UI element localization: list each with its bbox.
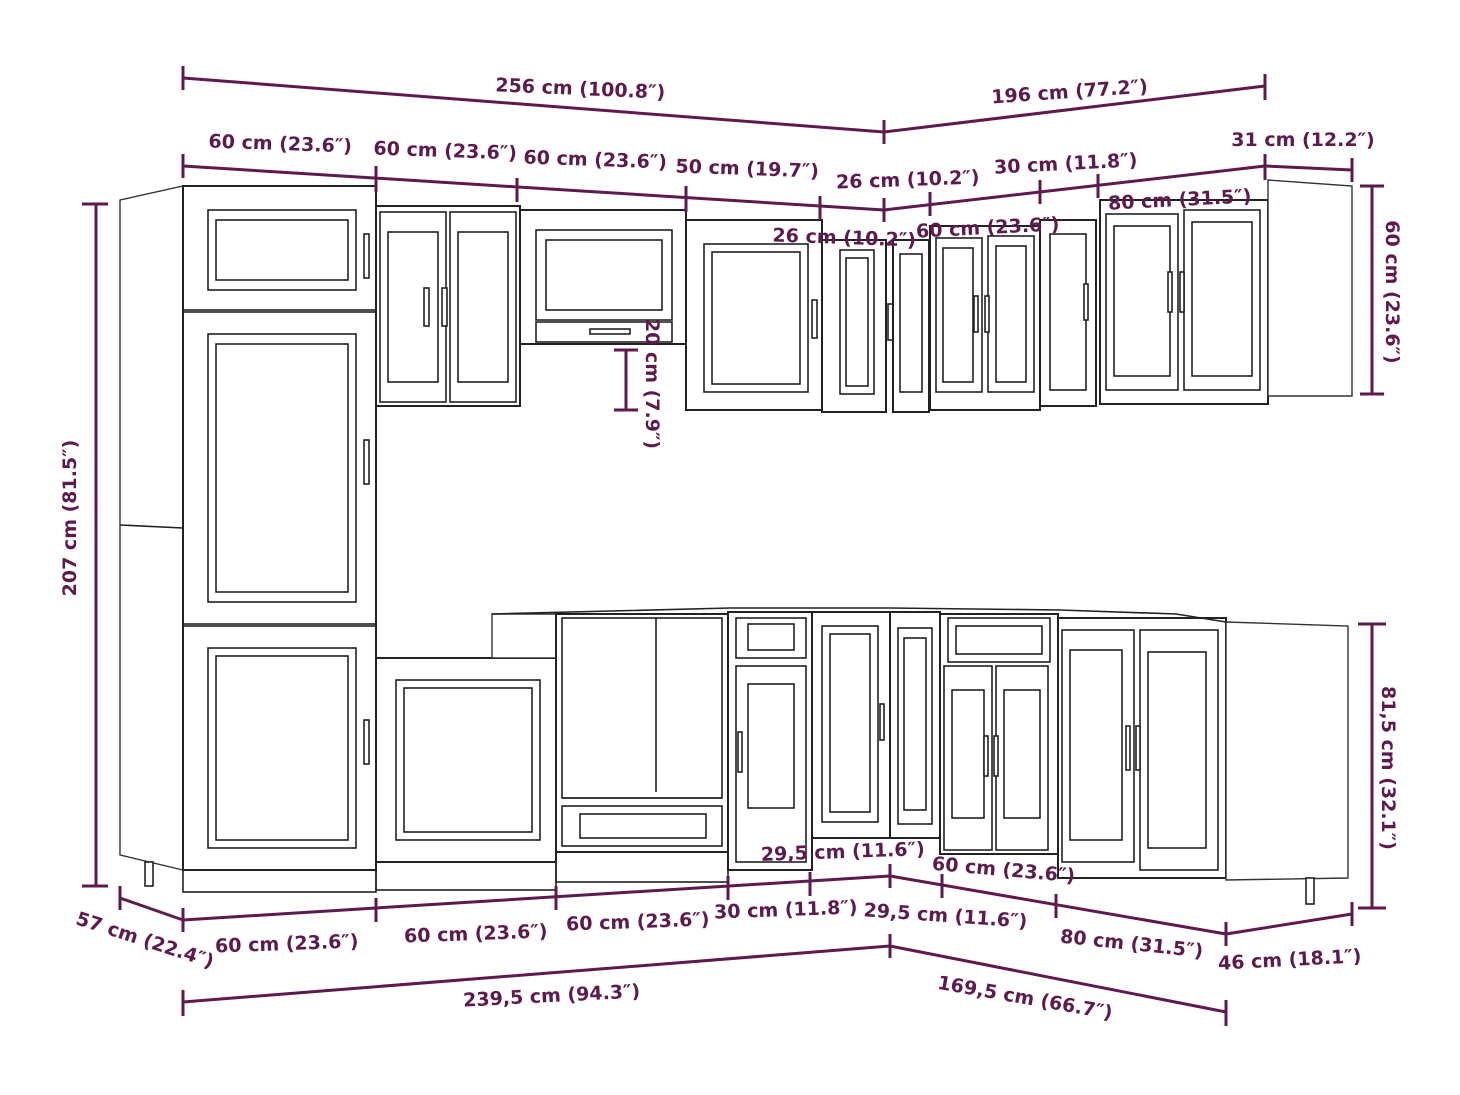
label-wall-unit-4-width: 50 cm (19.7″)	[675, 156, 819, 183]
label-base-right-2-width: 80 cm (31.5″)	[1059, 926, 1204, 963]
label-bottom-right-total: 169,5 cm (66.7″)	[936, 972, 1114, 1024]
label-tall-unit-width: 60 cm (23.6″)	[208, 131, 352, 158]
wall-unit-3-hood	[519, 209, 687, 412]
wall-right-unit-3	[1099, 199, 1269, 405]
wall-unit-4	[685, 219, 823, 411]
base-unit-4	[727, 611, 813, 871]
label-wall-unit-2-width: 60 cm (23.6″)	[373, 138, 517, 165]
label-bottom-left-total: 239,5 cm (94.3″)	[463, 980, 641, 1011]
handle	[363, 439, 370, 485]
wall-unit-2	[375, 205, 521, 407]
base-right-unit-1	[939, 613, 1059, 855]
label-hood-unit-height: 20 cm (7.9″)	[641, 319, 663, 449]
base-corner-units	[811, 611, 941, 839]
label-base-corner-width-inner: 29,5 cm (11.6″)	[863, 899, 1028, 932]
base-oven-housing	[491, 613, 729, 883]
label-base-2-width: 60 cm (23.6″)	[404, 921, 548, 948]
label-wall-corner-width-inner: 26 cm (10.2″)	[772, 225, 916, 252]
tall-unit	[144, 185, 377, 893]
label-wall-right-end-depth: 31 cm (12.2″)	[1231, 129, 1374, 151]
label-wall-corner-width: 26 cm (10.2″)	[836, 167, 980, 194]
wall-right-unit-1	[1039, 219, 1097, 407]
leg	[144, 861, 154, 887]
label-base-corner-width: 29,5 cm (11.6″)	[761, 838, 926, 866]
handle	[363, 719, 370, 765]
label-base-4-width: 30 cm (11.8″)	[714, 897, 858, 924]
label-top-left-total: 256 cm (100.8″)	[495, 74, 666, 103]
label-base-right-1-width: 60 cm (23.6″)	[931, 853, 1076, 887]
label-base-1-width: 60 cm (23.6″)	[215, 931, 359, 958]
label-tall-unit-height: 207 cm (81.5″)	[59, 440, 81, 597]
label-base-depth-left: 57 cm (22.4″)	[73, 908, 216, 973]
base-unit-2	[375, 657, 557, 891]
wall-right-unit-2	[929, 225, 1041, 411]
label-base-depth-right: 46 cm (18.1″)	[1217, 945, 1361, 974]
label-base-unit-height: 81,5 cm (32.1″)	[1377, 686, 1399, 850]
furniture-drawing	[119, 179, 1353, 905]
label-wall-right-1-width: 30 cm (11.8″)	[993, 149, 1137, 178]
label-wall-unit-3-width: 60 cm (23.6″)	[523, 147, 667, 174]
leg	[1305, 877, 1315, 905]
base-right-side	[1225, 621, 1349, 881]
wall-corner-units	[821, 239, 930, 413]
handle	[363, 233, 370, 279]
wall-right-side	[1267, 179, 1353, 397]
dimension-lines	[82, 66, 1386, 1026]
label-wall-unit-height: 60 cm (23.6″)	[1381, 220, 1403, 363]
base-right-unit-2	[1057, 617, 1227, 879]
label-base-3-width: 60 cm (23.6″)	[566, 909, 710, 936]
